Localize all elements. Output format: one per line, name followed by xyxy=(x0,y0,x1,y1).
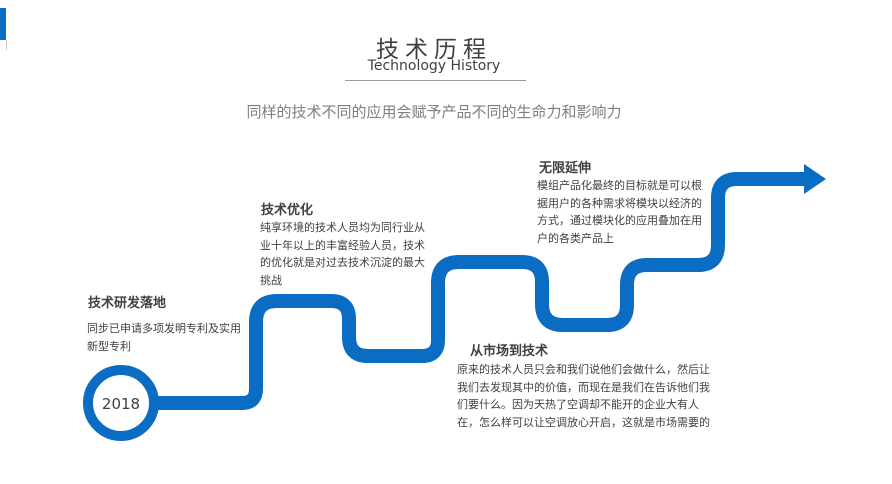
timeline-arrowhead xyxy=(804,164,826,194)
stage-1-body: 同步已申请多项发明专利及实用新型专利 xyxy=(87,322,241,353)
stage-3-body: 原来的技术人员只会和我们说他们会做什么，然后让我们去发现其中的价值，而现在是我们… xyxy=(457,363,710,429)
year-ring xyxy=(83,365,159,441)
stage-3-title: 从市场到技术 xyxy=(470,344,549,359)
stage-4-body: 模组产品化最终的目标就是可以根据用户的各种需求将模块以经济的方式，通过模块化的应… xyxy=(537,179,702,245)
page-title-english: Technology History xyxy=(367,58,501,74)
corner-accent-bar xyxy=(0,8,6,40)
stage-2-title: 技术优化 xyxy=(261,203,314,218)
stage-4-title: 无限延伸 xyxy=(539,161,592,176)
timeline-track xyxy=(150,172,806,410)
title-divider xyxy=(345,80,526,81)
stage-2-body: 纯享环境的技术人员均为同行业从业十年以上的丰富经验人员，技术的优化就是对过去技术… xyxy=(260,221,425,287)
year-label: 2018 xyxy=(102,395,140,413)
page-subtitle: 同样的技术不同的应用会赋予产品不同的生命力和影响力 xyxy=(246,103,622,121)
page-title: 技术历程 xyxy=(376,37,492,63)
corner-accent-line xyxy=(6,40,7,50)
stage-1-title: 技术研发落地 xyxy=(88,296,167,311)
